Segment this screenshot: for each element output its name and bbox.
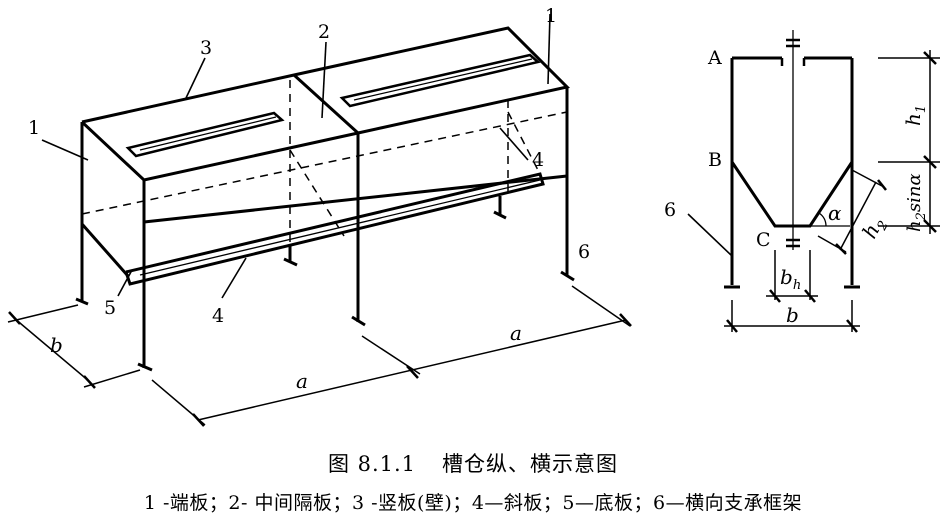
label-end-plate-right: 1 (545, 5, 557, 27)
label-sloped-plate-right: 4 (532, 149, 544, 171)
svg-text:h1: h1 (901, 105, 929, 126)
dimension-bh (766, 250, 818, 303)
label-sloped-plate-front: 4 (212, 305, 224, 327)
h2-label: h2 (857, 212, 892, 244)
bottom-plate (124, 172, 545, 286)
figure-number: 图 8.1.1 (327, 452, 417, 476)
alpha-label: α (828, 201, 842, 225)
longitudinal-view (7, 13, 632, 427)
dimension-h2 (817, 169, 887, 255)
bh-label: bh (780, 265, 801, 293)
h1-label: h1 (901, 105, 929, 126)
point-b-label: B (708, 149, 722, 171)
leader-lines (41, 13, 551, 299)
dim-a-label-left: a (296, 369, 308, 393)
svg-text:h2: h2 (857, 212, 892, 244)
point-a-label: A (707, 47, 722, 69)
alpha-arc (818, 212, 827, 227)
figure-legend: 1 -端板；2- 中间隔板；3 -竖板(壁)；4—斜板；5—底板；6—横向支承框… (143, 492, 803, 514)
slot-opening-right (339, 53, 541, 108)
label-partition: 2 (318, 21, 330, 43)
point-c-label: C (756, 229, 771, 251)
slot-opening-left (125, 111, 285, 158)
label-end-plate-left: 1 (28, 117, 40, 139)
svg-text:h2sinα: h2sinα (904, 173, 929, 232)
dimension-b-cross (724, 300, 860, 333)
h2sin-label: h2sinα (904, 173, 929, 232)
b-cross-label: b (786, 303, 799, 327)
label-bottom-plate: 5 (104, 297, 116, 319)
cross-section-view (687, 30, 940, 333)
partition-top-edge (292, 73, 360, 135)
figure-title: 槽仓纵、横示意图 (442, 452, 619, 476)
dimension-a (151, 285, 632, 427)
dimension-b (7, 304, 141, 389)
label-support-frame: 6 (578, 241, 590, 263)
dimension-h1 (878, 50, 940, 234)
trough-bin-figure: 1 2 3 1 4 4 5 6 a a b (7, 5, 940, 427)
dim-b-label: b (50, 333, 63, 357)
hidden-lines (81, 80, 568, 245)
dim-a-label-right: a (510, 321, 522, 345)
figure-caption: 图 8.1.1 槽仓纵、横示意图 (0, 448, 946, 478)
label-frame-cross: 6 (664, 199, 676, 221)
label-side-plate: 3 (200, 37, 212, 59)
